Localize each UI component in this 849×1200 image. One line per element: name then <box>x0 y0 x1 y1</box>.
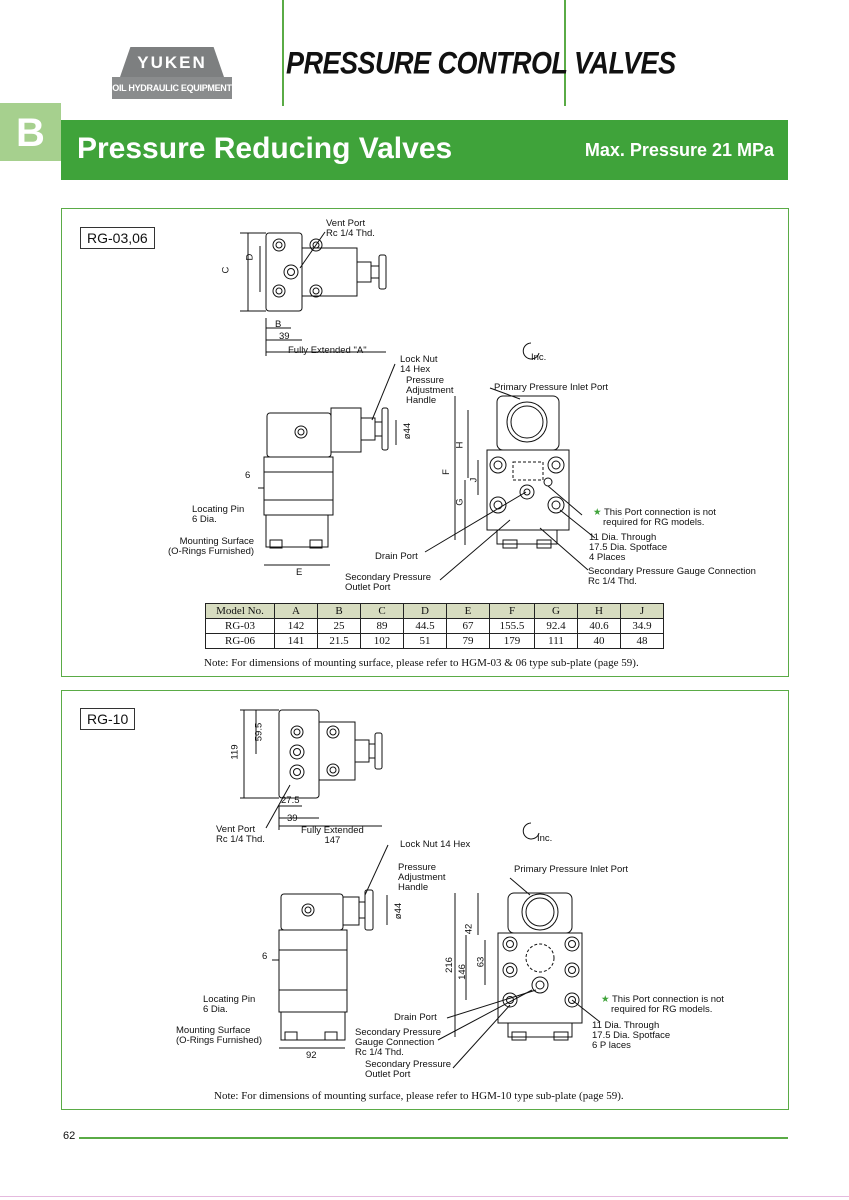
table-header: G <box>534 603 578 619</box>
table-cell: 111 <box>534 633 578 649</box>
table-header: D <box>403 603 447 619</box>
drain-port-label: Drain Port <box>394 1012 437 1023</box>
dim-119-label: 119 <box>229 744 241 760</box>
primary-inlet-label: Primary Pressure Inlet Port <box>494 382 609 393</box>
dim-6-label: 6 <box>245 470 251 481</box>
primary-inlet-label: Primary Pressure Inlet Port <box>514 864 629 875</box>
page-number: 62 <box>63 1130 76 1142</box>
fully-extended-a-label: Fully Extended "A" <box>288 345 367 356</box>
note-rg-10: Note: For dimensions of mounting surface… <box>214 1090 624 1102</box>
title-banner: Pressure Reducing Valves Max. Pressure 2… <box>61 120 788 180</box>
dim-39-label: 39 <box>287 813 298 824</box>
table-header: F <box>489 603 535 619</box>
dimensions-table: Model No. A B C D E F G H J RG-03 142 25… <box>205 603 664 649</box>
dim-216-label: 216 <box>443 957 455 973</box>
table-header-row: Model No. A B C D E F G H J <box>205 603 664 619</box>
yuken-logo: YUKEN OIL HYDRAULIC EQUIPMENT <box>112 47 232 99</box>
table-header: J <box>620 603 664 619</box>
dim-59-5-label: 59.5 <box>253 722 265 742</box>
mounting-surface-label: Mounting Surface(O-Rings Furnished) <box>176 1025 263 1046</box>
table-header: Model No. <box>205 603 275 619</box>
dim-e-label: E <box>296 567 303 578</box>
table-cell: 142 <box>274 618 318 634</box>
table-cell: RG-06 <box>205 633 275 649</box>
max-pressure: Max. Pressure 21 MPa <box>584 140 774 160</box>
dim-63-label: 63 <box>475 956 487 968</box>
panel-rg-10 <box>61 690 789 1110</box>
table-header: H <box>577 603 621 619</box>
table-cell: 179 <box>489 633 535 649</box>
note-rg-03-06: Note: For dimensions of mounting surface… <box>204 657 639 669</box>
table-cell: 21.5 <box>317 633 361 649</box>
dim-146-label: 146 <box>456 964 468 980</box>
model-label-rg-03-06: RG-03,06 <box>80 227 155 249</box>
footer-rule <box>79 1137 788 1139</box>
inc-label: Inc. <box>531 352 547 363</box>
model-label-rg-10: RG-10 <box>80 708 136 730</box>
table-cell: 44.5 <box>403 618 447 634</box>
dia44-label: ø44 <box>393 902 405 920</box>
table-cell: 51 <box>403 633 447 649</box>
series-title: PRESSURE CONTROL VALVES <box>286 45 676 81</box>
table-cell: 48 <box>620 633 664 649</box>
page-title: Pressure Reducing Valves <box>77 132 453 165</box>
table-row: RG-06 141 21.5 102 51 79 179 111 40 48 <box>205 633 664 649</box>
dim-27-5-label: 27.5 <box>281 795 300 806</box>
table-cell: 34.9 <box>620 618 664 634</box>
star-icon: ★ <box>601 994 610 1005</box>
panel-rg-03-06 <box>61 208 789 677</box>
star-icon: ★ <box>593 507 602 518</box>
table-row: RG-03 142 25 89 44.5 67 155.5 92.4 40.6 … <box>205 618 664 634</box>
dim-6-label: 6 <box>262 951 268 962</box>
logo-tagline: OIL HYDRAULIC EQUIPMENT <box>112 77 232 99</box>
table-cell: 141 <box>274 633 318 649</box>
logo-wordmark: YUKEN <box>120 47 224 77</box>
dim-39-label: 39 <box>279 331 290 342</box>
drain-port-label: Drain Port <box>375 551 418 562</box>
table-header: E <box>446 603 490 619</box>
inc-label: Inc. <box>537 833 553 844</box>
bottom-edge-line <box>0 1196 849 1197</box>
table-cell: 102 <box>360 633 404 649</box>
dim-b-label: B <box>275 319 282 330</box>
section-tab: B <box>0 103 61 161</box>
dim-42-label: 42 <box>463 923 475 935</box>
header-divider-left <box>282 0 284 106</box>
dim-92-label: 92 <box>306 1050 317 1061</box>
mounting-surface-label: Mounting Surface(O-Rings Furnished) <box>168 536 255 557</box>
lock-nut-label: Lock Nut 14 Hex <box>400 839 471 850</box>
header-divider-right <box>564 0 566 106</box>
